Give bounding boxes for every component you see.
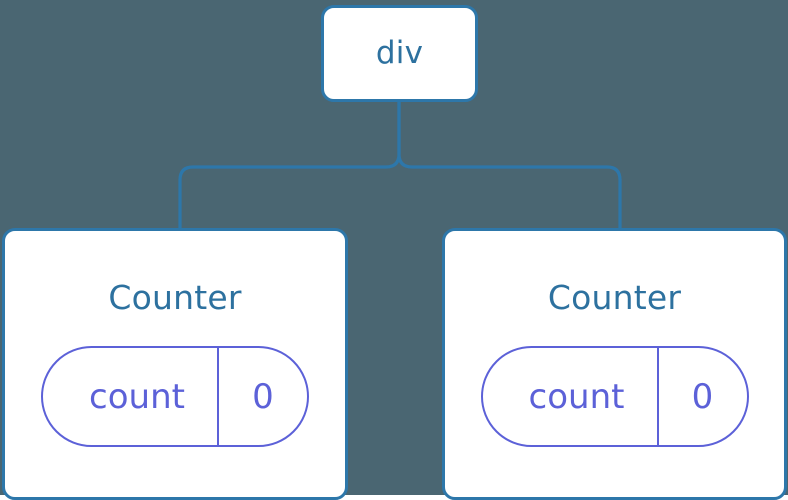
state-key-count-left: count bbox=[89, 376, 185, 417]
node-div[interactable]: div bbox=[321, 5, 478, 102]
state-pill-divider-left bbox=[217, 348, 219, 445]
state-value-count-left: 0 bbox=[252, 376, 274, 417]
node-counter-left-label: Counter bbox=[108, 278, 242, 317]
node-counter-left[interactable]: Counter count 0 bbox=[2, 228, 348, 500]
state-pill-divider-right bbox=[656, 348, 659, 445]
state-pill-counter-right[interactable]: count 0 bbox=[480, 346, 749, 447]
state-pill-counter-left[interactable]: count 0 bbox=[41, 346, 309, 447]
node-div-label: div bbox=[375, 35, 424, 71]
connector-div-to-right-counter bbox=[397, 99, 622, 232]
state-key-count-right: count bbox=[528, 376, 625, 417]
connector-div-to-left-counter bbox=[178, 99, 401, 232]
node-counter-right-label: Counter bbox=[547, 278, 682, 317]
node-counter-right[interactable]: Counter count 0 bbox=[442, 228, 787, 500]
state-value-count-right: 0 bbox=[691, 376, 714, 417]
